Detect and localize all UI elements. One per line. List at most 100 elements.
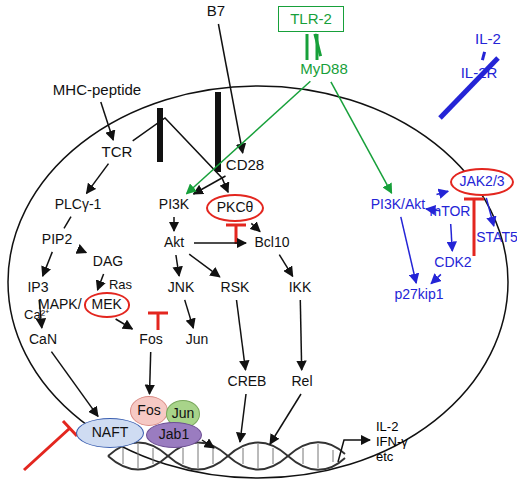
node-text: IL-2R [461, 65, 498, 82]
rel-to-dna-arrow [270, 394, 301, 444]
node-text: CD28 [226, 157, 264, 174]
molecule-label: CREB [222, 372, 272, 392]
edge-label: Ca²⁺ [24, 305, 49, 323]
molecule-label: DAG [88, 252, 128, 272]
node-text: CREB [228, 374, 267, 389]
dna-rungs [123, 444, 333, 468]
node-text: PKCθ [217, 200, 254, 215]
node-text: TLR-2 [290, 11, 332, 28]
signal-arrow [51, 352, 98, 417]
signal-arrow [98, 274, 104, 290]
molecule-label: p27kip1 [386, 285, 452, 305]
node-text: Jun [186, 332, 209, 347]
signal-arrow [218, 24, 242, 153]
receptor-label: MHC-peptide [42, 80, 152, 100]
signal-arrow [189, 254, 220, 277]
complex-subunit: NAFT [76, 418, 144, 448]
edge-label: Ras [109, 277, 132, 292]
node-text: Jun [172, 406, 195, 421]
node-text: Jab1 [159, 427, 189, 442]
signal-arrow [482, 52, 484, 60]
node-text: Bcl10 [254, 235, 289, 250]
signal-arrow [431, 274, 441, 283]
signal-arrow [194, 242, 246, 244]
molecule-label: IP3 [20, 278, 56, 298]
node-text: PI3K/Akt [371, 197, 425, 212]
node-text: MHC-peptide [53, 82, 141, 99]
molecule-label: RSK [216, 278, 254, 298]
node-text: CaN [29, 332, 57, 347]
molecule-label: JNK [162, 278, 200, 298]
node-text: mTOR [430, 204, 471, 219]
signal-arrow [64, 217, 71, 229]
node-text: TCR [102, 144, 133, 161]
signal-arrow [451, 224, 453, 251]
node-text: IL-2 [475, 31, 501, 48]
signal-arrow [437, 191, 449, 194]
node-text: MEK [84, 292, 130, 317]
molecule-label: PLCγ-1 [44, 195, 112, 215]
dna-helix [108, 442, 345, 470]
inhibited-molecule: MAPK/MEK [38, 292, 146, 318]
complex-subunit: Fos [130, 396, 168, 426]
signal-arrow [116, 319, 133, 329]
node-text: DAG [93, 254, 123, 269]
molecule-label: Bcl10 [248, 233, 296, 253]
il2r-receptor-bar [440, 58, 498, 118]
cd28-receptor-bar [215, 92, 221, 172]
node-text: Akt [164, 235, 184, 250]
signal-arrow [173, 217, 175, 231]
complex-to-dna-arrow [202, 440, 214, 448]
signal-arrow [251, 223, 260, 231]
signal-arrow [87, 164, 109, 194]
node-text: NAFT [92, 425, 129, 440]
molecule-label: PIP2 [34, 230, 80, 250]
adaptor-label: MyD88 [288, 58, 360, 80]
molecule-label: Jun [180, 330, 214, 350]
signal-arrow [150, 352, 151, 394]
signal-arrow [279, 255, 292, 277]
node-text: IP3 [27, 280, 48, 295]
inhibition-mark [226, 225, 246, 244]
signal-arrow [176, 255, 179, 276]
inhibition-mark [24, 421, 77, 470]
molecule-label: mTOR [428, 202, 472, 222]
inhibition-mark [148, 313, 168, 330]
node-text: JNK [168, 280, 194, 295]
signal-arrow [194, 176, 226, 194]
signal-arrow [133, 118, 228, 192]
molecule-label: STAT5 [478, 228, 516, 248]
molecule-label: IKK [282, 278, 318, 298]
node-text: PLCγ-1 [55, 197, 102, 212]
signal-arrow [315, 34, 321, 56]
cell-membrane [8, 86, 508, 478]
signal-arrow [187, 81, 311, 193]
node-text: PIP2 [42, 232, 72, 247]
node-text: IKK [289, 280, 312, 295]
receptor-box: TLR-2 [278, 6, 344, 32]
molecule-label: PI3K [152, 195, 196, 215]
node-text: Fos [139, 332, 162, 347]
receptor-label: B7 [198, 0, 234, 22]
node-text: p27kip1 [394, 287, 443, 302]
signal-arrow [401, 217, 416, 283]
tcr-receptor-bar [157, 108, 163, 162]
transcription-arrow [338, 440, 370, 462]
molecule-label: PI3K/Akt [358, 195, 438, 215]
inhibition-marks [24, 199, 484, 470]
tlr2-receptor-bar [306, 34, 309, 60]
signal-arrow [101, 102, 113, 140]
node-text: Fos [137, 403, 160, 418]
node-text: RSK [221, 280, 250, 295]
inhibited-molecule: PKCθ [206, 194, 264, 222]
molecule-label: CDK2 [430, 253, 476, 273]
node-text: PI3K [159, 197, 189, 212]
node-text: Rel [291, 374, 312, 389]
creb-to-dna-arrow [240, 394, 246, 442]
signal-arrow [185, 300, 194, 328]
node-text: B7 [207, 3, 225, 20]
signal-arrow [82, 251, 86, 253]
molecule-label: CaN [22, 330, 64, 350]
receptor-label: CD28 [222, 155, 268, 175]
